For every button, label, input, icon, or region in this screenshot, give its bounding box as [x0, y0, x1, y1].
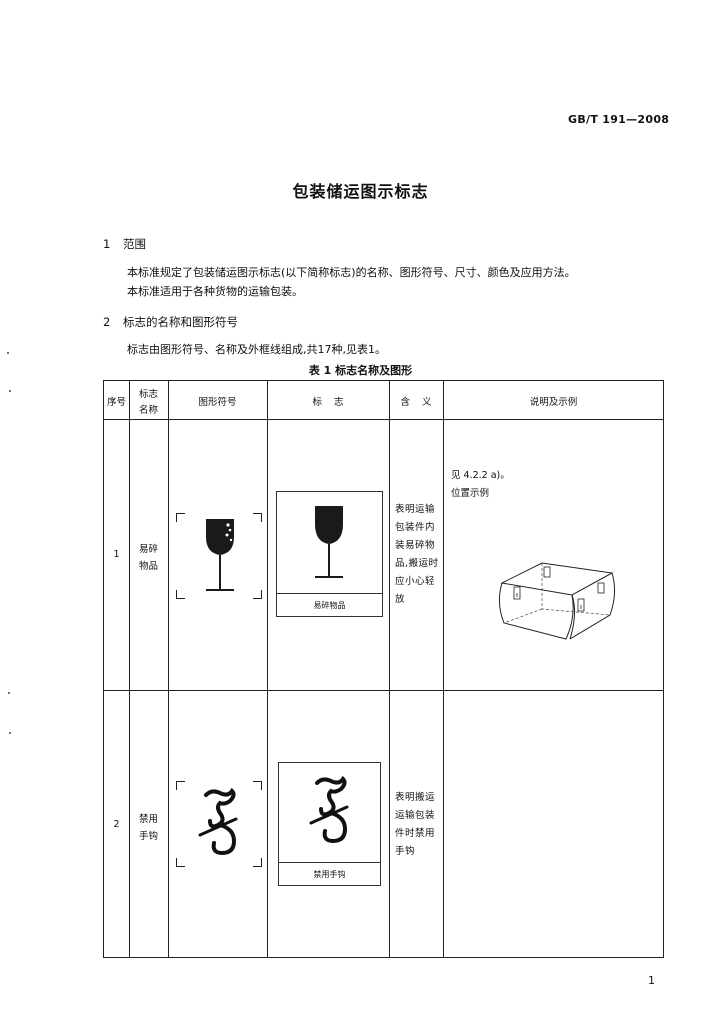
scope-paragraph-2: 本标准适用于各种货物的运输包装。 [127, 285, 303, 298]
scan-speck [9, 732, 11, 734]
crop-mark [253, 781, 262, 790]
row1-note-caption: 位置示例 [451, 488, 490, 499]
scope-paragraph-1: 本标准规定了包装储运图示标志(以下简称标志)的名称、图形符号、尺寸、颜色及应用方… [127, 266, 576, 279]
intro-paragraph: 标志由图形符号、名称及外框线组成,共17种,见表1。 [127, 343, 386, 356]
scan-speck [9, 390, 11, 392]
crop-mark [176, 513, 185, 522]
wine-glass-icon [315, 506, 343, 578]
row2-seq: 2 [113, 819, 120, 830]
crop-mark [176, 781, 185, 790]
row-divider [104, 419, 663, 420]
section-1-heading: 1 范围 [103, 236, 146, 252]
row1-mark: 易碎物品 [276, 491, 383, 617]
header-seq: 序号 [106, 397, 126, 408]
page-number: 1 [648, 974, 655, 987]
row2-graphic-symbol [176, 781, 262, 867]
signs-table: 序号 标志 名称 图形符号 标 志 含 义 说明及示例 1 易碎 物品 易碎物品… [103, 380, 664, 958]
section-2-heading: 2 标志的名称和图形符号 [103, 314, 238, 330]
header-symbol: 图形符号 [198, 397, 237, 408]
row1-graphic-symbol [176, 513, 262, 599]
crop-mark [176, 858, 185, 867]
scan-speck [8, 692, 10, 694]
header-notes: 说明及示例 [529, 397, 578, 408]
no-hook-icon [309, 775, 349, 844]
column-divider [267, 381, 268, 957]
document-title: 包装储运图示标志 [292, 182, 429, 201]
row2-name-line1: 禁用 [138, 814, 158, 825]
header-name-line2: 名称 [138, 405, 158, 416]
table-caption: 表 1 标志名称及图形 [308, 364, 413, 377]
column-divider [168, 381, 169, 957]
row1-name-line1: 易碎 [138, 544, 158, 555]
no-hook-icon [198, 787, 238, 856]
crop-mark [253, 858, 262, 867]
row2-mark-label: 禁用手钩 [279, 862, 380, 885]
crop-mark [253, 590, 262, 599]
section-title: 标志的名称和图形符号 [123, 315, 238, 329]
package-position-illustration [498, 562, 616, 640]
column-divider [443, 381, 444, 957]
header-name-line1: 标志 [138, 389, 158, 400]
section-number: 1 [103, 237, 111, 251]
row1-name-line2: 物品 [138, 561, 158, 572]
row1-mark-label: 易碎物品 [277, 593, 382, 616]
row2-name-line2: 手钩 [138, 831, 158, 842]
header-meaning: 含 义 [400, 397, 432, 408]
header-mark: 标 志 [312, 397, 344, 408]
wine-glass-icon [206, 519, 234, 591]
scan-speck [7, 352, 9, 354]
row2-mark: 禁用手钩 [278, 762, 381, 886]
standard-code: GB/T 191—2008 [568, 113, 670, 126]
row1-meaning: 表明运输包装件内装易碎物品,搬运时应小心轻放 [395, 504, 439, 605]
row2-meaning: 表明搬运运输包装件时禁用手钩 [395, 792, 436, 857]
section-number: 2 [103, 315, 111, 329]
crop-mark [253, 513, 262, 522]
crop-mark [176, 590, 185, 599]
column-divider [389, 381, 390, 957]
row1-note-ref: 见 4.2.2 a)。 [451, 470, 510, 481]
row1-seq: 1 [113, 549, 120, 560]
section-title: 范围 [123, 237, 146, 251]
column-divider [129, 381, 130, 957]
row-divider [104, 690, 663, 691]
